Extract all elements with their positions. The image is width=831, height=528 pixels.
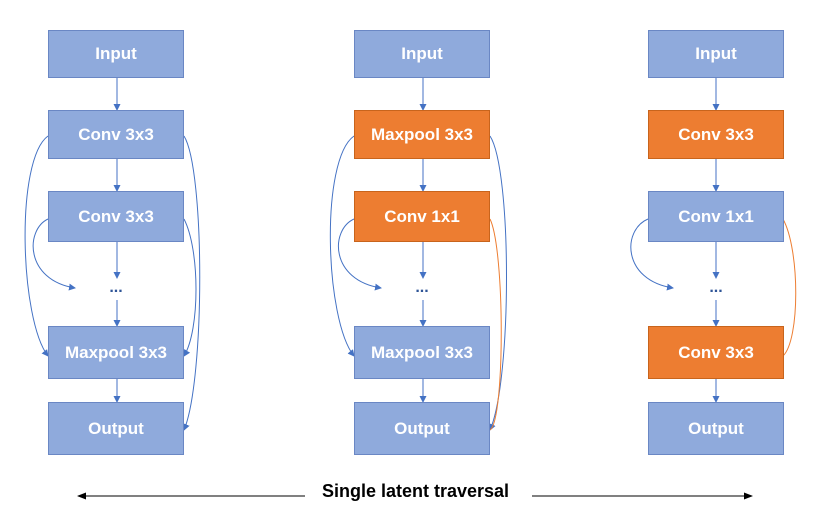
edge-col3-skip-conv1-dots xyxy=(630,218,674,291)
caption: Single latent traversal xyxy=(0,481,831,502)
edge-col2-skip-conv-output-orange xyxy=(489,218,502,431)
edge-col1-skip-conv1-maxpool xyxy=(24,135,49,357)
col3-node-input: Input xyxy=(648,30,784,78)
col3-node-conv-1x1: Conv 1x1 xyxy=(648,191,784,242)
edge-col2-skip-maxpool-maxpool xyxy=(329,135,355,357)
edge-col1-skip-conv2-dots xyxy=(32,218,76,291)
col1-ellipsis: ... xyxy=(109,279,123,296)
edge-col3-skip-conv1-conv-orange xyxy=(782,218,797,357)
col2-node-maxpool-3x3: Maxpool 3x3 xyxy=(354,326,490,379)
caption-text: Single latent traversal xyxy=(313,481,518,501)
col3-node-output: Output xyxy=(648,402,784,455)
col2-node-output: Output xyxy=(354,402,490,455)
col1-node-input: Input xyxy=(48,30,184,78)
edge-col2-skip-maxpool-output xyxy=(489,135,507,431)
col1-node-conv-3x3: Conv 3x3 xyxy=(48,110,184,159)
col3-node-conv-3x3: Conv 3x3 xyxy=(648,110,784,159)
edge-col2-skip-conv-dots xyxy=(337,218,382,291)
edge-col1-skip-conv1-output xyxy=(183,135,201,431)
col2-node-maxpool-3x3: Maxpool 3x3 xyxy=(354,110,490,159)
col2-ellipsis: ... xyxy=(415,279,429,296)
col3-ellipsis: ... xyxy=(709,279,723,296)
col1-node-output: Output xyxy=(48,402,184,455)
col1-node-maxpool-3x3: Maxpool 3x3 xyxy=(48,326,184,379)
col3-node-conv-3x3: Conv 3x3 xyxy=(648,326,784,379)
col1-node-conv-3x3: Conv 3x3 xyxy=(48,191,184,242)
col2-node-conv-1x1: Conv 1x1 xyxy=(354,191,490,242)
col2-node-input: Input xyxy=(354,30,490,78)
edge-col1-skip-conv2-maxpool xyxy=(183,218,197,357)
